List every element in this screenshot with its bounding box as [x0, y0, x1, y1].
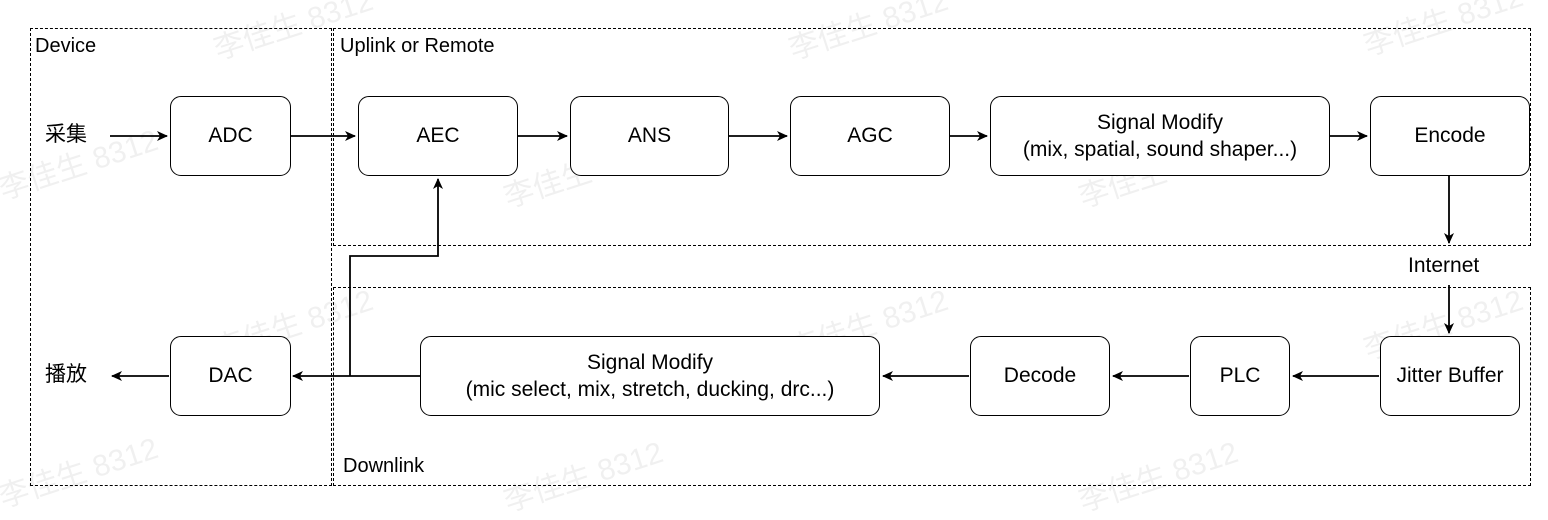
uplink-region-label: Uplink or Remote: [340, 35, 495, 57]
connector-edges: [110, 131, 1454, 381]
playback-label: 播放: [45, 363, 87, 386]
uplink-region: [333, 28, 1531, 246]
aec-node: AEC: [358, 96, 518, 176]
agc-node: AGC: [790, 96, 950, 176]
downlink-region: [333, 287, 1531, 486]
capture-label: 采集: [45, 123, 87, 146]
plc-node: PLC: [1190, 336, 1290, 416]
signal-modify-downlink-node: Signal Modify (mic select, mix, stretch,…: [420, 336, 880, 416]
device-region-label: Device: [35, 35, 97, 57]
encode-node: Encode: [1370, 96, 1530, 176]
device-region: [30, 28, 332, 486]
dac-node: DAC: [170, 336, 291, 416]
decode-node: Decode: [970, 336, 1110, 416]
signal-modify-uplink-node: Signal Modify (mix, spatial, sound shape…: [990, 96, 1330, 176]
edge-reference-to-aec: [349, 178, 443, 376]
downlink-region-label: Downlink: [343, 455, 425, 477]
adc-node: ADC: [170, 96, 291, 176]
jitter-buffer-node: Jitter Buffer: [1380, 336, 1520, 416]
ans-node: ANS: [570, 96, 729, 176]
internet-label: Internet: [1408, 254, 1480, 277]
